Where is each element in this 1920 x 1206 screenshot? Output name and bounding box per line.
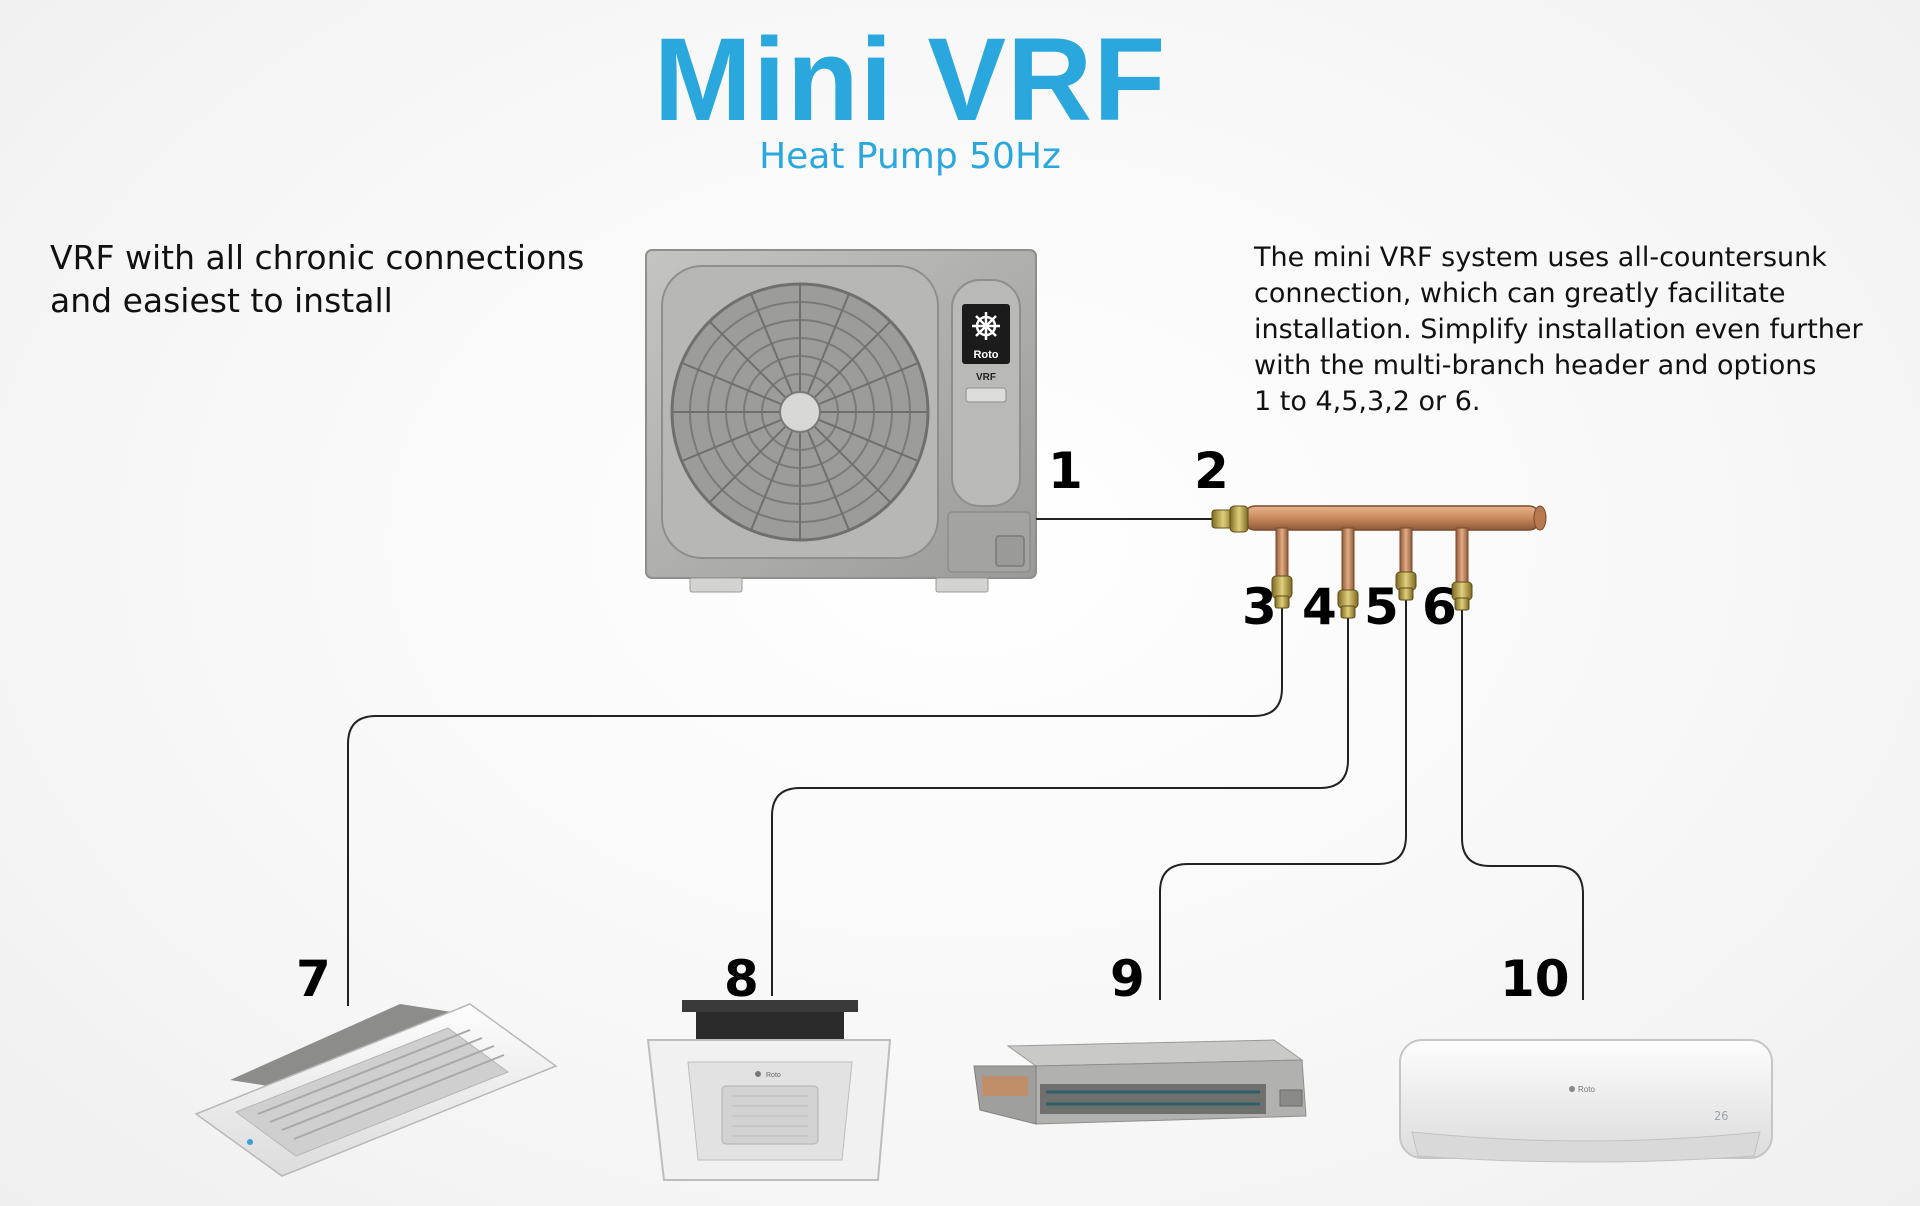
left-description-line: VRF with all chronic connections: [50, 238, 585, 277]
right-description-line: The mini VRF system uses all-countersunk: [1254, 242, 1827, 273]
left-description-line: and easiest to install: [50, 281, 393, 320]
label-8: 8: [724, 950, 759, 1008]
label-4: 4: [1302, 578, 1337, 636]
outdoor-model-label: VRF: [976, 372, 996, 383]
label-5: 5: [1364, 578, 1399, 636]
fan-grille: [670, 282, 930, 542]
page-subtitle: Heat Pump 50Hz: [759, 136, 1061, 177]
label-3: 3: [1242, 578, 1277, 636]
right-description-line: connection, which can greatly facilitate: [1254, 278, 1786, 309]
left-description: VRF with all chronic connections and eas…: [50, 236, 630, 322]
right-description-line: installation. Simplify installation even…: [1254, 314, 1863, 345]
cassette-brand-text: Roto: [766, 1072, 781, 1079]
snowflake-logo-icon: [972, 312, 1000, 340]
right-description: The mini VRF system uses all-countersunk…: [1254, 240, 1904, 420]
wall-brand-text: Roto: [1578, 1085, 1595, 1094]
indoor-unit-four-way-cassette: Roto: [646, 1000, 892, 1181]
outdoor-unit: Roto VRF: [645, 249, 1037, 593]
temperature-display: 26: [1714, 1109, 1728, 1123]
label-1: 1: [1048, 442, 1083, 500]
label-9: 9: [1110, 950, 1145, 1008]
outdoor-brand-text: Roto: [973, 349, 998, 361]
page-title: Mini VRF: [653, 14, 1167, 146]
indoor-unit-one-way-cassette: [194, 1003, 558, 1177]
right-description-line: 1 to 4,5,3,2 or 6.: [1254, 386, 1481, 417]
right-description-line: with the multi-branch header and options: [1254, 350, 1817, 381]
indoor-unit-ducted: [973, 1039, 1307, 1125]
pipe-lines: [347, 518, 1584, 1006]
indoor-unit-wall-mounted: Roto 26: [1399, 1039, 1773, 1163]
label-2: 2: [1194, 442, 1229, 500]
branch-header: [1211, 505, 1547, 619]
label-10: 10: [1500, 950, 1570, 1008]
label-6: 6: [1422, 578, 1457, 636]
label-7: 7: [296, 950, 331, 1008]
